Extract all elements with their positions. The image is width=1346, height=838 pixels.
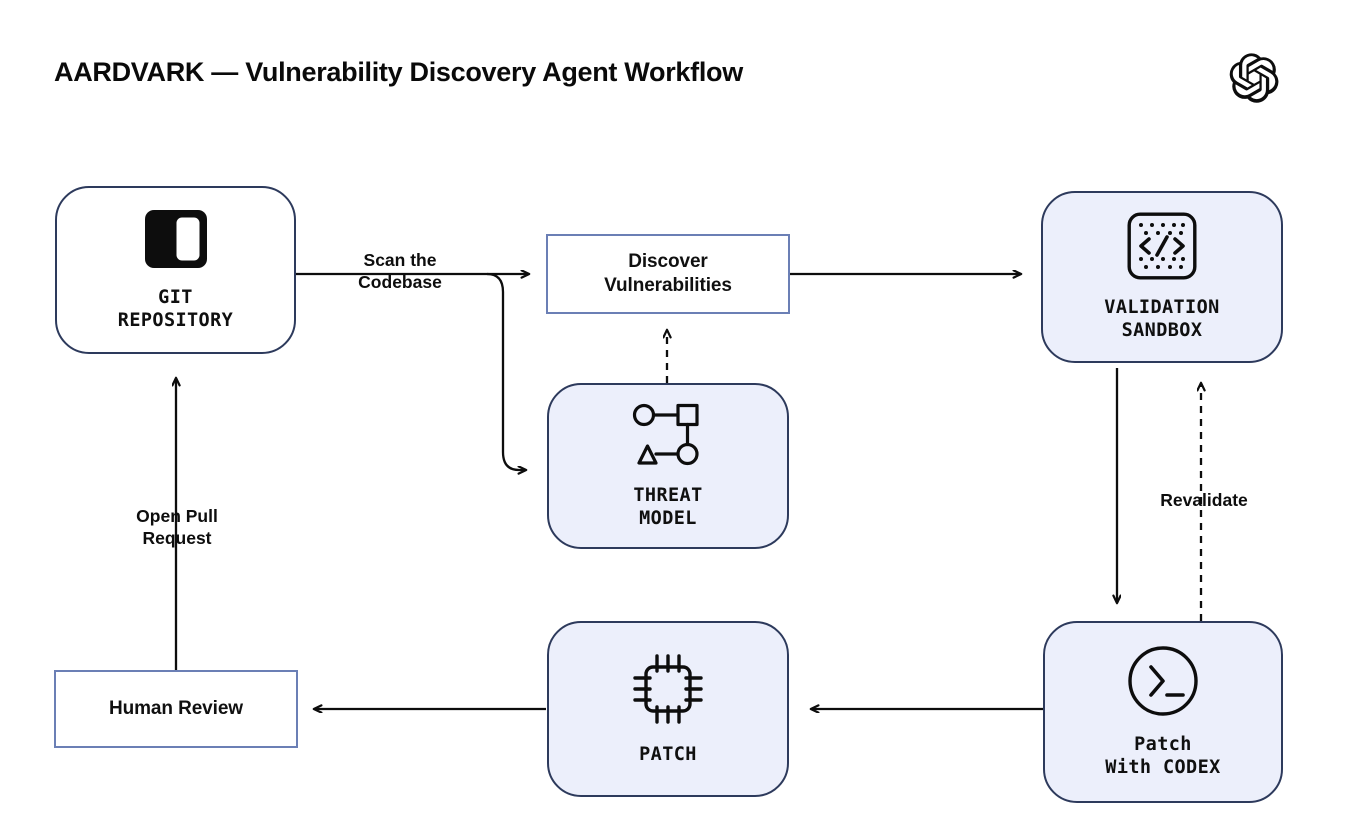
edge-label-scan-codebase: Scan the Codebase [358,250,442,293]
node-label-validation-sandbox: VALIDATION SANDBOX [1104,296,1220,341]
node-patch-with-codex[interactable]: Patch With CODEX [1043,621,1283,803]
node-label-patch: PATCH [639,744,697,766]
node-label-threat-model: THREAT MODEL [633,484,703,529]
cpu-chip-icon [630,651,706,732]
node-discover-vulnerabilities[interactable]: Discover Vulnerabilities [546,234,790,314]
terminal-prompt-icon [1127,645,1199,722]
node-graph-icon [630,402,706,473]
code-sandbox-icon [1127,212,1197,285]
node-git-repository[interactable]: GIT REPOSITORY [55,186,296,354]
node-label-human-review: Human Review [109,698,243,720]
edge-label-open-pull-request: Open Pull Request [136,506,218,549]
node-label-patch-with-codex: Patch With CODEX [1105,733,1221,778]
edge-label-revalidate: Revalidate [1160,490,1248,510]
page-title: AARDVARK — Vulnerability Discovery Agent… [54,57,743,87]
node-threat-model[interactable]: THREAT MODEL [547,383,789,549]
node-label-git-repository: GIT REPOSITORY [117,286,234,331]
node-human-review[interactable]: Human Review [54,670,298,748]
edge-scan-to-threat-model [486,272,526,470]
openai-logo-icon [1228,50,1284,106]
node-patch[interactable]: PATCH [547,621,789,797]
node-label-discover-vulnerabilities: Discover Vulnerabilities [604,251,732,296]
node-validation-sandbox[interactable]: VALIDATION SANDBOX [1041,191,1283,363]
repository-icon [143,208,209,275]
